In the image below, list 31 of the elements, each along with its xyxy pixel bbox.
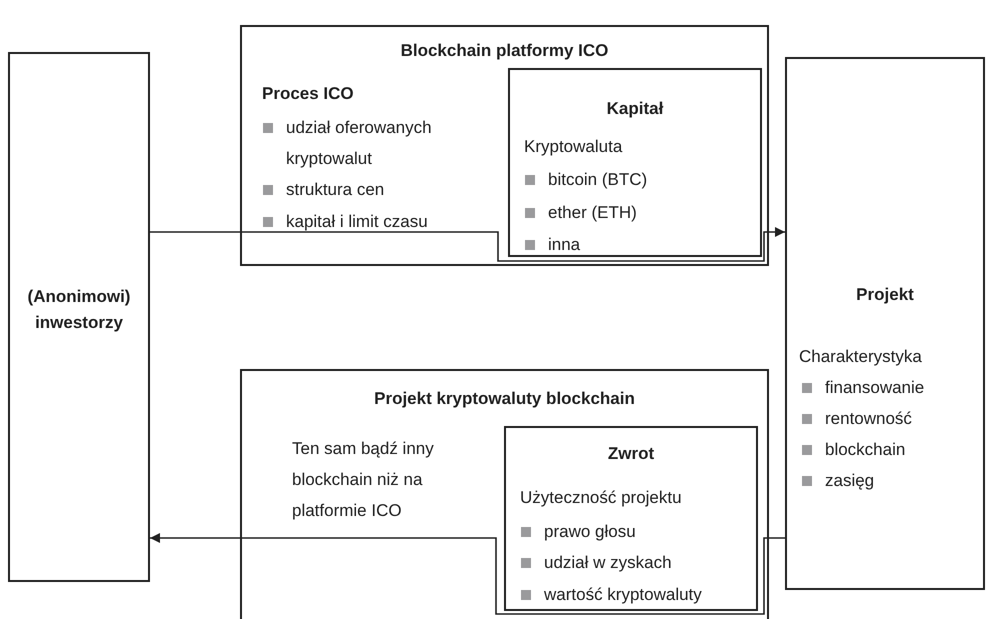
project-box — [785, 57, 985, 590]
section-heading: Proces ICO — [262, 83, 354, 105]
bullet-item: struktura cen — [262, 174, 482, 205]
body-text: Charakterystyka — [799, 346, 922, 368]
box-heading: Projekt — [855, 284, 915, 306]
bullet-item: blockchain — [801, 434, 906, 465]
platform-box — [240, 25, 769, 266]
bullet-item: zasięg — [801, 465, 874, 496]
bullet-item: rentowność — [801, 403, 912, 434]
box-heading: Projekt kryptowaluty blockchain — [373, 388, 636, 410]
arrow — [150, 533, 785, 615]
box-label: (Anonimowi) inwestorzy — [26, 286, 132, 334]
bullet-item: inna — [524, 229, 580, 260]
bullet-item: ether (ETH) — [524, 197, 637, 228]
body-text: Kryptowaluta — [524, 136, 622, 158]
bullet-item: wartość kryptowaluty — [520, 579, 702, 610]
box-heading: Blockchain platformy ICO — [400, 40, 610, 62]
capital-box — [508, 68, 762, 257]
box-heading: Zwrot — [606, 443, 656, 465]
bullet-item: finansowanie — [801, 372, 924, 403]
box-heading: Kapitał — [606, 98, 664, 120]
investors-box — [8, 52, 150, 582]
crypto-project-box — [240, 369, 769, 619]
body-text: Użyteczność projektu — [520, 487, 682, 509]
bullet-item: udział w zyskach — [520, 547, 672, 578]
bullet-item: prawo głosu — [520, 516, 636, 547]
arrow — [150, 227, 785, 262]
return-box — [504, 426, 758, 611]
bullet-item: bitcoin (BTC) — [524, 164, 648, 195]
body-text: Ten sam bądź inny blockchain niż na platformie ICO — [292, 438, 435, 522]
bullet-item: kapitał i limit czasu — [262, 206, 492, 237]
